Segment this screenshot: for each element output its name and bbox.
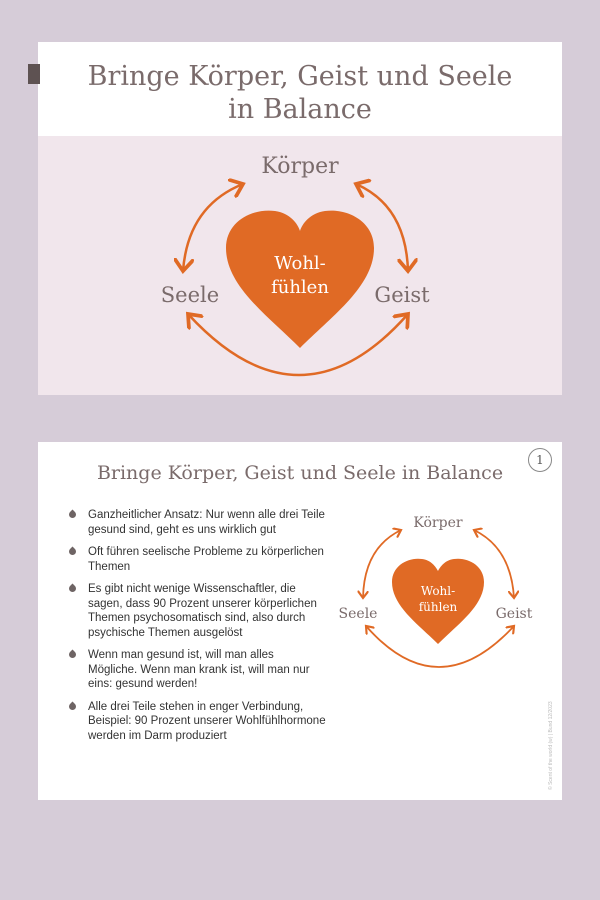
heart-icon xyxy=(226,210,374,348)
label-geist: Geist xyxy=(374,283,430,307)
balance-diagram: Körper Seele Geist Wohl- fühlen xyxy=(161,154,430,377)
title-marker xyxy=(28,64,40,84)
page-number: 1 xyxy=(528,448,552,472)
drop-icon xyxy=(67,649,78,660)
heart-icon xyxy=(392,558,484,644)
label-koerper: Körper xyxy=(413,515,462,531)
balance-diagram-small: Körper Seele Geist Wohl- fühlen xyxy=(339,515,533,668)
arrow-seele-koerper xyxy=(183,184,243,271)
drop-icon xyxy=(67,546,78,557)
arrow-koerper-geist xyxy=(356,184,408,271)
list-item: Oft führen seelische Probleme zu körperl… xyxy=(66,545,326,574)
label-fuehlen: fühlen xyxy=(419,600,458,614)
label-seele: Seele xyxy=(339,606,378,622)
label-geist: Geist xyxy=(496,606,533,622)
list-item: Ganzheitlicher Ansatz: Nur wenn alle dre… xyxy=(66,508,326,537)
drop-icon xyxy=(67,701,78,711)
slide-2-title: Bringe Körper, Geist und Seele in Balanc… xyxy=(96,462,504,484)
arrow-seele-geist xyxy=(188,314,408,377)
label-fuehlen: fühlen xyxy=(271,277,329,298)
drop-icon xyxy=(67,583,78,594)
label-wohl: Wohl- xyxy=(421,584,455,598)
label-seele: Seele xyxy=(161,283,219,307)
drop-icon xyxy=(67,509,78,520)
label-koerper: Körper xyxy=(261,154,339,179)
label-wohl: Wohl- xyxy=(274,253,326,274)
list-item: Alle drei Teile stehen in enger Verbindu… xyxy=(66,700,326,744)
copyright-credit: © Scent of the world (w) | Bund 12/2023 xyxy=(548,701,554,790)
slide-2: Bringe Körper, Geist und Seele in Balanc… xyxy=(38,442,562,800)
bullet-list: Ganzheitlicher Ansatz: Nur wenn alle dre… xyxy=(66,508,326,751)
list-item: Wenn man gesund ist, will man alles Mögl… xyxy=(66,648,326,692)
list-item: Es gibt nicht wenige Wissenschaftler, di… xyxy=(66,582,326,640)
